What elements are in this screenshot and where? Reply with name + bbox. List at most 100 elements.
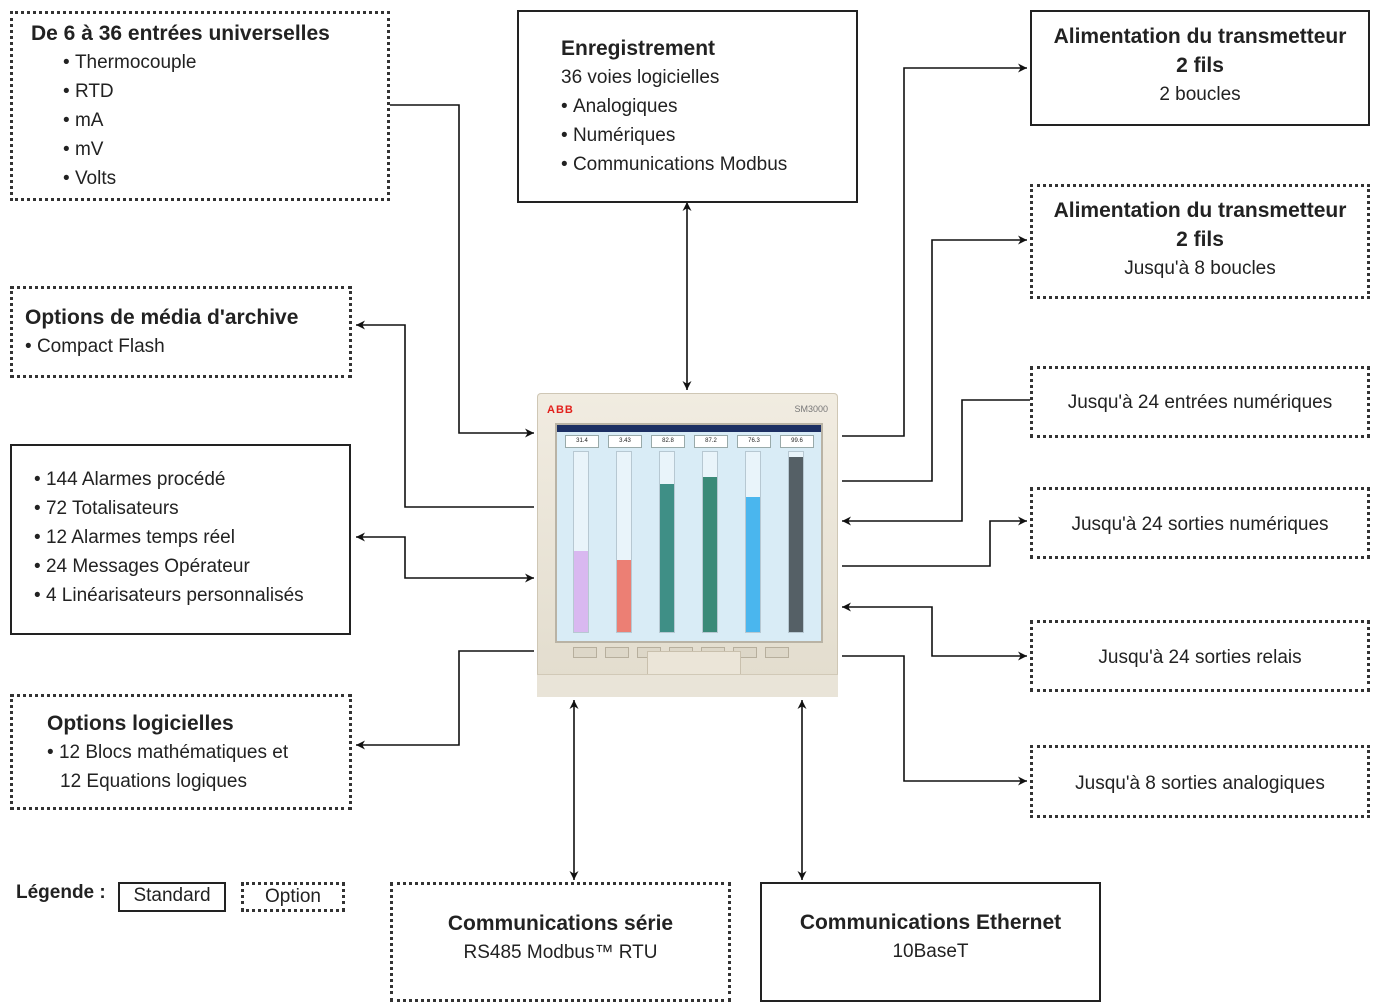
arrow-software bbox=[356, 650, 534, 750]
channel-track bbox=[659, 451, 675, 633]
channel-value: 31.4 bbox=[565, 435, 599, 448]
software-line-1: • 12 Blocs mathématiques et bbox=[47, 742, 289, 763]
legend-standard-swatch: Standard bbox=[118, 882, 226, 912]
arrow-alarms bbox=[356, 532, 534, 583]
arrow-inputs bbox=[390, 104, 534, 438]
software-line-2: 12 Equations logiques bbox=[60, 771, 247, 792]
recorder-device: ABB SM3000 31.4 3.43 82.8 87.2 76.3 99.6 bbox=[537, 393, 838, 697]
channel-fill bbox=[574, 551, 588, 632]
device-base bbox=[537, 674, 838, 697]
digital-inputs-label: Jusqu'à 24 entrées numériques bbox=[1067, 392, 1333, 413]
software-options-title: Options logicielles bbox=[47, 712, 234, 735]
device-model-label: SM3000 bbox=[794, 404, 828, 414]
tx-power-standard-title: Alimentation du transmetteur bbox=[1053, 25, 1347, 48]
digital-outputs-label: Jusqu'à 24 sorties numériques bbox=[1071, 514, 1329, 535]
channel-fill bbox=[789, 457, 803, 632]
serial-comms-box: Communications série RS485 Modbus™ RTU bbox=[390, 882, 731, 1002]
universal-inputs-box: De 6 à 36 entrées universelles Thermocou… bbox=[10, 11, 390, 201]
recording-box: Enregistrement 36 voies logicielles Anal… bbox=[517, 10, 858, 203]
channel-bar: 82.8 bbox=[649, 435, 687, 635]
list-item: 24 Messages Opérateur bbox=[34, 552, 349, 581]
channel-value: 3.43 bbox=[608, 435, 642, 448]
digital-outputs-box: Jusqu'à 24 sorties numériques bbox=[1030, 487, 1370, 559]
archive-media-box: Options de média d'archive Compact Flash bbox=[10, 286, 352, 378]
soft-key-button[interactable] bbox=[765, 647, 789, 658]
tx-power-option-title: Alimentation du transmetteur bbox=[1053, 199, 1347, 222]
list-item: Compact Flash bbox=[25, 332, 349, 361]
channel-bar: 76.3 bbox=[735, 435, 773, 635]
channel-track bbox=[788, 451, 804, 633]
arrow-relay bbox=[842, 602, 1027, 661]
list-item: 12 Alarmes temps réel bbox=[34, 523, 349, 552]
software-options-box: Options logicielles • 12 Blocs mathémati… bbox=[10, 694, 352, 810]
channel-bar: 3.43 bbox=[606, 435, 644, 635]
channel-value: 76.3 bbox=[737, 435, 771, 448]
tx-power-standard-title-2: 2 fils bbox=[1176, 54, 1224, 77]
universal-inputs-title: De 6 à 36 entrées universelles bbox=[31, 22, 330, 45]
recording-title: Enregistrement bbox=[561, 37, 716, 60]
list-item: RTD bbox=[63, 77, 387, 106]
list-item: mA bbox=[63, 106, 387, 135]
serial-comms-detail: RS485 Modbus™ RTU bbox=[463, 942, 658, 963]
list-item: mV bbox=[63, 135, 387, 164]
channel-value: 99.6 bbox=[780, 435, 814, 448]
channel-fill bbox=[703, 477, 717, 632]
list-item: Volts bbox=[63, 164, 387, 193]
channel-track bbox=[573, 451, 589, 633]
archive-media-list: Compact Flash bbox=[25, 332, 349, 361]
list-item: Thermocouple bbox=[63, 48, 387, 77]
arrow-aout bbox=[842, 655, 1027, 786]
list-item: Numériques bbox=[561, 121, 856, 150]
list-item: 72 Totalisateurs bbox=[34, 494, 349, 523]
media-slot-door bbox=[647, 651, 741, 677]
archive-media-title: Options de média d'archive bbox=[25, 306, 299, 329]
soft-key-button[interactable] bbox=[573, 647, 597, 658]
soft-key-button[interactable] bbox=[605, 647, 629, 658]
channel-value: 82.8 bbox=[651, 435, 685, 448]
recording-subtitle: 36 voies logicielles bbox=[561, 67, 720, 88]
analog-outputs-label: Jusqu'à 8 sorties analogiques bbox=[1075, 773, 1325, 794]
relay-outputs-label: Jusqu'à 24 sorties relais bbox=[1098, 647, 1302, 668]
channel-fill bbox=[746, 497, 760, 632]
alarms-list: 144 Alarmes procédé 72 Totalisateurs 12 … bbox=[34, 465, 349, 610]
screen-header-bar bbox=[557, 425, 821, 432]
arrow-din bbox=[842, 399, 1030, 526]
channel-track bbox=[616, 451, 632, 633]
list-item: 4 Linéarisateurs personnalisés bbox=[34, 581, 349, 610]
channel-bar: 99.6 bbox=[778, 435, 816, 635]
arrow-tx-std bbox=[842, 63, 1027, 437]
arrow-dout bbox=[842, 516, 1027, 567]
arrow-tx-opt bbox=[842, 235, 1027, 482]
relay-outputs-box: Jusqu'à 24 sorties relais bbox=[1030, 620, 1370, 692]
legend-label: Légende : bbox=[16, 882, 106, 903]
channel-bar: 31.4 bbox=[563, 435, 601, 635]
analog-outputs-box: Jusqu'à 8 sorties analogiques bbox=[1030, 745, 1370, 818]
serial-comms-title: Communications série bbox=[447, 912, 674, 935]
legend-option-swatch: Option bbox=[241, 882, 345, 912]
device-screen: 31.4 3.43 82.8 87.2 76.3 99.6 bbox=[555, 423, 823, 643]
tx-power-standard-detail: 2 boucles bbox=[1159, 84, 1241, 105]
universal-inputs-list: Thermocouple RTD mA mV Volts bbox=[63, 48, 387, 193]
channel-fill bbox=[617, 560, 631, 632]
channel-track bbox=[702, 451, 718, 633]
tx-power-option-detail: Jusqu'à 8 boucles bbox=[1124, 258, 1276, 279]
list-item: 144 Alarmes procédé bbox=[34, 465, 349, 494]
channel-track bbox=[745, 451, 761, 633]
arrow-archive bbox=[356, 320, 534, 508]
abb-logo: ABB bbox=[547, 404, 574, 416]
list-item: Analogiques bbox=[561, 92, 856, 121]
channel-bar: 87.2 bbox=[692, 435, 730, 635]
ethernet-comms-title: Communications Ethernet bbox=[799, 911, 1062, 934]
tx-power-option-box: Alimentation du transmetteur 2 fils Jusq… bbox=[1030, 184, 1370, 299]
recording-list: Analogiques Numériques Communications Mo… bbox=[561, 92, 856, 179]
digital-inputs-box: Jusqu'à 24 entrées numériques bbox=[1030, 366, 1370, 438]
tx-power-option-title-2: 2 fils bbox=[1176, 228, 1224, 251]
alarms-box: 144 Alarmes procédé 72 Totalisateurs 12 … bbox=[10, 444, 351, 635]
channel-fill bbox=[660, 484, 674, 632]
ethernet-comms-detail: 10BaseT bbox=[892, 941, 969, 962]
channel-value: 87.2 bbox=[694, 435, 728, 448]
list-item: Communications Modbus bbox=[561, 150, 856, 179]
tx-power-standard-box: Alimentation du transmetteur 2 fils 2 bo… bbox=[1030, 10, 1370, 126]
ethernet-comms-box: Communications Ethernet 10BaseT bbox=[760, 882, 1101, 1002]
